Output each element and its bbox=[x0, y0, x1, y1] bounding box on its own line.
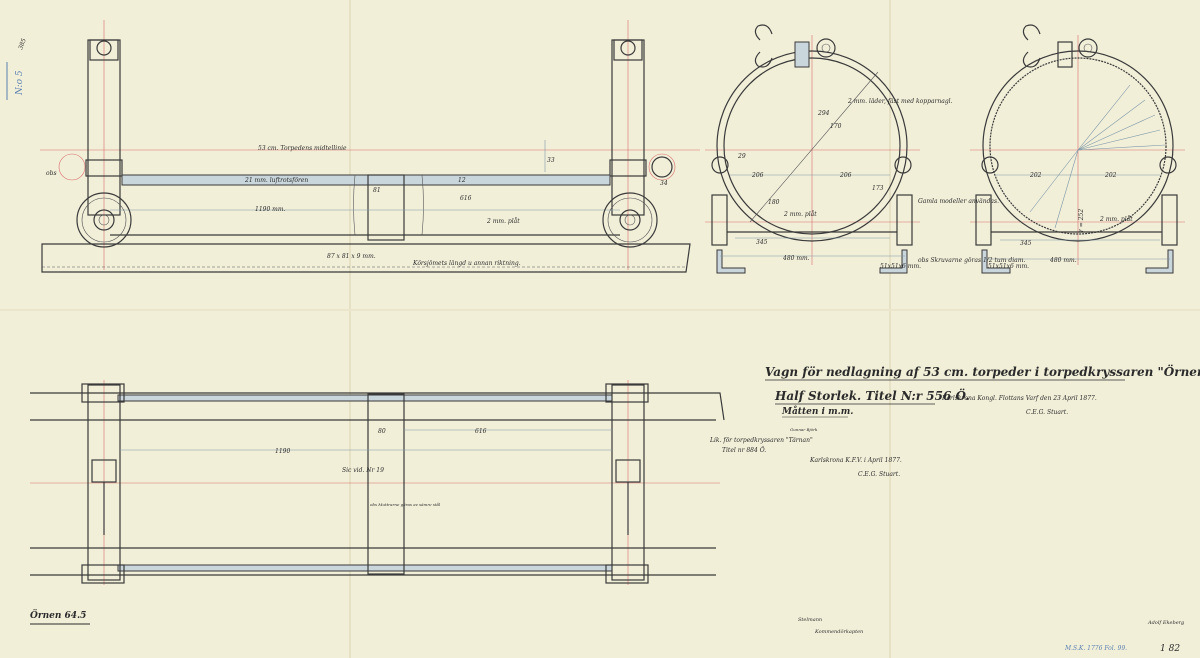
second-note-place-date: Karlskrona K.F.V. i April 1877. bbox=[809, 457, 902, 464]
half-length-label: 616 bbox=[460, 195, 472, 202]
drawing-subtitle: Half Storlek. Titel N:r 556 Ö. bbox=[774, 387, 969, 403]
dim-34: 34 bbox=[660, 180, 668, 187]
tube-label: 21 mm. luftrotsfören bbox=[244, 177, 308, 184]
approver-line2: Kommendörkapten bbox=[814, 629, 863, 635]
title-signature: C.E.G. Stuart. bbox=[1026, 409, 1068, 416]
plan-half-length-label: 616 bbox=[475, 428, 487, 435]
title-place-date: Karlskrona Kongl. Flottans Varf den 23 A… bbox=[941, 395, 1097, 402]
sec-left-dim-half-left: 206 bbox=[751, 172, 764, 179]
second-note-signature: C.E.G. Stuart. bbox=[858, 471, 900, 478]
stamp-number: 385 bbox=[17, 37, 28, 50]
rail-note: Körsjömets längd u annan riktning. bbox=[412, 260, 521, 267]
archive-label: Örnen 64.5 bbox=[30, 608, 86, 621]
plan-pencil-note: Sic vid. Nr 19 bbox=[342, 467, 384, 474]
end-section-right bbox=[970, 24, 1185, 274]
second-note-line2: Titel nr 884 Ö. bbox=[722, 447, 766, 454]
plan-view bbox=[30, 380, 725, 585]
drafter-signature: Adolf Ekeberg bbox=[1147, 620, 1184, 626]
dim-12: 12 bbox=[458, 177, 466, 184]
sec-left-dim-small: 29 bbox=[737, 153, 746, 160]
plan-middle-width-label: 80 bbox=[378, 428, 386, 435]
second-note-pencil: Gunnar Björk bbox=[790, 427, 818, 432]
side-elevation bbox=[40, 20, 700, 273]
units-note: Måtten i m.m. bbox=[781, 405, 853, 417]
sec-right-outer-width: 480 mm. bbox=[1049, 257, 1077, 264]
middle-width-label: 81 bbox=[373, 187, 381, 194]
sec-left-dim-lower: 180 bbox=[768, 199, 780, 206]
sec-left-plate-label: 2 mm. plåt bbox=[783, 211, 817, 218]
sec-left-inner-width: 345 bbox=[756, 239, 768, 246]
sec-left-dim-height: 294 bbox=[817, 110, 830, 117]
sec-left-dim-vertical: 173 bbox=[872, 185, 884, 192]
dim-33: 33 bbox=[547, 157, 555, 164]
end-section-left bbox=[705, 24, 920, 274]
old-models-note: Gamla modeller användas. bbox=[918, 198, 999, 205]
sec-right-plate-label: 2 mm. plåt bbox=[1099, 216, 1133, 223]
obs-note: obs bbox=[46, 170, 57, 177]
sec-right-dim-bottom: r = 252 bbox=[1078, 209, 1085, 232]
sec-left-dim-half-right: 206 bbox=[839, 172, 852, 179]
sec-left-angle-label: 51x51x6 mm. bbox=[880, 263, 921, 270]
approver-line1: Stelmann bbox=[798, 617, 822, 623]
stamp-blue: N:o 5 bbox=[15, 70, 25, 96]
archive-reference: M.S.K. 1776 Fol. 99. bbox=[1064, 645, 1127, 652]
bolt-note: obs Skruvarne göras 1/2 tum diam. bbox=[918, 257, 1025, 264]
drawing-title: Vagn för nedlagning af 53 cm. torpeder i… bbox=[765, 363, 1200, 379]
plan-length-label: 1190 bbox=[275, 448, 290, 455]
sec-right-dim-half-right: 202 bbox=[1104, 172, 1117, 179]
length-label: 1190 mm. bbox=[255, 206, 286, 213]
rail-size-label: 87 x 81 x 9 mm. bbox=[327, 253, 376, 260]
plate-label: 2 mm. plåt bbox=[486, 218, 520, 225]
sec-left-dim-radius: 170 bbox=[830, 123, 842, 130]
sec-left-strap-note: 2 mm. läder, fäst med kopparnagl. bbox=[847, 98, 953, 105]
sheet-number: 1 82 bbox=[1160, 644, 1180, 654]
sec-right-dim-half-left: 202 bbox=[1029, 172, 1042, 179]
center-line-label: 53 cm. Torpedens midtellinie bbox=[258, 145, 347, 152]
plan-middle-note: obs Muttrarne göras av sämre stål bbox=[370, 502, 441, 507]
sec-right-inner-width: 345 bbox=[1020, 240, 1032, 247]
sec-right-angle-label: 51x51x6 mm. bbox=[988, 263, 1029, 270]
sec-left-outer-width: 480 mm. bbox=[782, 255, 810, 262]
second-note-line1: Lik. för torpedkryssaren "Tärnan" bbox=[709, 437, 813, 444]
